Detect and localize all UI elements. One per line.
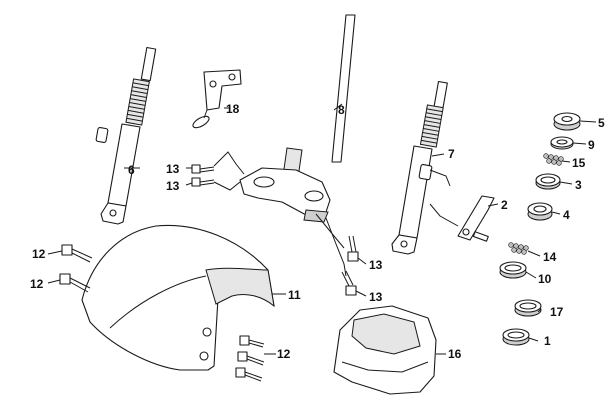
fender-bolt-b-part [59,273,91,293]
ball-bearing-set-lower-part [508,242,529,255]
front-fender-part [81,224,275,371]
steering-stem-part [239,14,356,223]
callout-9: 9 [588,138,595,152]
callout-17: 17 [550,305,564,319]
washer-part [550,136,574,150]
ball-bearing-set-part [543,153,564,166]
callout-13-c: 13 [369,258,383,272]
callout-7: 7 [448,147,455,161]
fork-cover-part [333,305,437,395]
fender-bolt-d-part [237,351,265,366]
callout-2: 2 [501,198,508,212]
stem-bolt-lower-part [191,177,215,187]
callout-4: 4 [563,208,570,222]
clamp-bracket-part [457,195,495,242]
callout-11: 11 [288,288,301,302]
callout-8: 8 [338,103,345,117]
callout-10: 10 [538,272,552,286]
bearing-race-lower-part [514,299,542,317]
callout-12-a: 12 [32,247,46,261]
bearing-race-middle-part [499,261,527,279]
callout-13-a: 13 [166,162,180,176]
bearing-cone-part [527,202,553,221]
dust-seal-part [502,328,530,346]
fender-bolt-c-part [239,335,265,348]
callout-3: 3 [575,178,582,192]
fender-bolt-e-part [235,367,263,382]
callout-12-b: 12 [30,277,44,291]
fender-bolt-a-part [61,244,93,263]
stem-bolt-upper-part [191,164,215,174]
callout-13-b: 13 [166,179,180,193]
callout-15: 15 [572,156,586,170]
callout-6: 6 [128,163,135,177]
fork-bolt-upper-part [347,235,359,262]
bracket-part [192,69,242,129]
callout-16: 16 [448,347,462,361]
right-fork-leg-part [391,80,448,255]
callout-5: 5 [598,116,605,130]
nut-part [553,112,581,131]
bearing-race-upper-part [535,173,561,190]
callout-12-c: 12 [277,347,291,361]
callout-18: 18 [226,102,240,116]
left-fork-leg-part [95,46,157,225]
fork-bolt-lower-part [341,270,357,296]
callout-14: 14 [543,250,557,264]
callout-1: 1 [544,334,551,348]
callout-13-d: 13 [369,290,383,304]
